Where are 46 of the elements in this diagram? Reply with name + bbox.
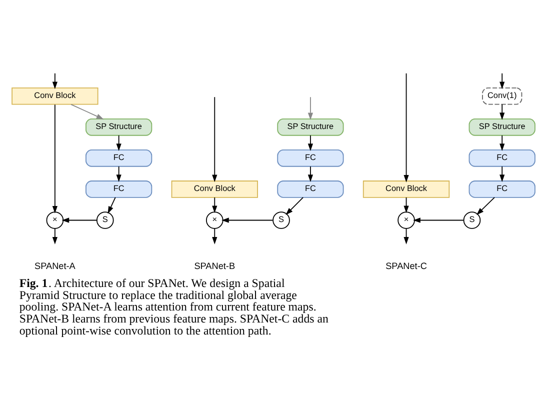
node-circle: S (463, 211, 481, 228)
node-box: FC (277, 149, 344, 166)
node-box: FC (468, 180, 536, 198)
node-box: Conv Block (171, 180, 258, 198)
node-box: FC (468, 149, 536, 166)
arrow (52, 228, 58, 244)
arrow (116, 166, 122, 182)
arrow (222, 217, 274, 222)
node-circle: S (96, 211, 114, 228)
node-circle: × (206, 211, 224, 228)
arrow (500, 103, 505, 120)
arrow (500, 72, 505, 89)
arrow (62, 217, 98, 222)
node-box: FC (86, 149, 152, 166)
node-box: SP Structure (86, 118, 152, 136)
arrow (212, 96, 218, 182)
node-box: FC (86, 180, 152, 198)
node-box: Conv(1) (482, 86, 522, 104)
arrow (286, 196, 304, 214)
node-box: SP Structure (277, 118, 344, 136)
node-box: FC (277, 180, 344, 198)
arrow (212, 196, 218, 213)
node-circle: S (272, 211, 290, 228)
node-box: Conv Block (12, 86, 98, 104)
label: SPANet-A (34, 260, 76, 270)
arrow (308, 96, 314, 120)
arrow (500, 166, 505, 182)
arrow (476, 196, 495, 214)
node-box: SP Structure (468, 118, 536, 136)
arrow (108, 196, 116, 214)
arrow (404, 72, 409, 182)
label: SPANet-B (194, 260, 236, 270)
arrow (500, 134, 505, 150)
arrow (212, 228, 218, 244)
arrow (70, 103, 104, 119)
arrow (52, 104, 58, 213)
arrow (116, 134, 122, 150)
arrow (308, 134, 314, 150)
arrow (52, 72, 58, 89)
caption: Fig. 1. Architecture of our SPANet. We design a Spatial Pyramid Structure to replace the traditional global average pooling. SPANet-A learns attention from current feature maps. SPANet-B learns from previous feature maps. SPANet-C adds an optional point-wise convolution to the attention path. (19, 275, 328, 337)
node-box: Conv Block (362, 180, 450, 198)
label: SPANet-C (386, 260, 427, 270)
node-circle: × (398, 211, 415, 228)
node-circle: × (46, 211, 64, 228)
arrow (413, 217, 464, 222)
arrow (308, 166, 314, 182)
